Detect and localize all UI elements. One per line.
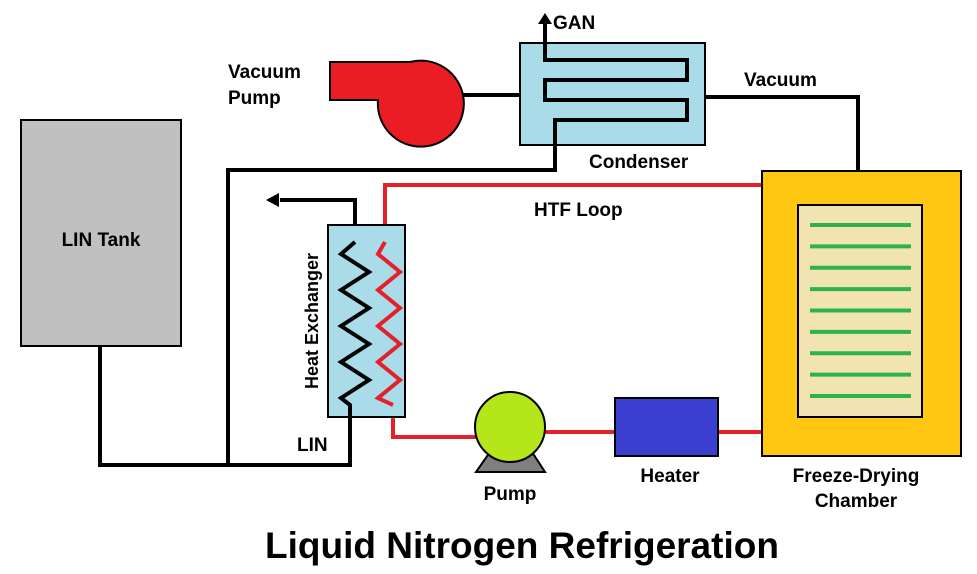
condenser-feed-line xyxy=(226,145,557,465)
vacuum-pump-icon xyxy=(329,59,465,148)
vacuum-pump-label-line1: Vacuum xyxy=(228,62,301,83)
pump-label: Pump xyxy=(484,484,537,505)
heater-label: Heater xyxy=(640,466,700,487)
heater xyxy=(614,397,719,457)
exchanger-htf-coil xyxy=(374,240,404,407)
condenser-coil xyxy=(543,40,689,145)
vacuum-pump xyxy=(329,59,465,148)
chamber-label-line2: Chamber xyxy=(815,491,898,512)
exchanger-lin-coil xyxy=(337,240,373,465)
heat-exchanger-label: Heat Exchanger xyxy=(302,253,322,389)
gan-arrow-icon xyxy=(538,13,552,24)
chamber-shelves xyxy=(810,223,911,398)
pump xyxy=(474,391,547,473)
heat-exchanger xyxy=(327,224,406,418)
lin-tank-label: LIN Tank xyxy=(62,230,141,251)
htf-loop-label: HTF Loop xyxy=(534,200,623,221)
vacuum-line xyxy=(705,95,860,172)
vacuum-label: Vacuum xyxy=(744,70,817,91)
condenser-label: Condenser xyxy=(589,152,689,173)
vacuum-pump-label-line2: Pump xyxy=(228,88,281,109)
lin-tank xyxy=(20,119,182,347)
lin-label: LIN xyxy=(297,435,328,456)
pump-icon xyxy=(474,391,546,463)
diagram-title: Liquid Nitrogen Refrigeration xyxy=(265,525,779,566)
exhaust-arrow-icon xyxy=(266,193,279,207)
gan-label: GAN xyxy=(553,13,595,34)
chamber-label-line1: Freeze-Drying xyxy=(793,466,920,487)
